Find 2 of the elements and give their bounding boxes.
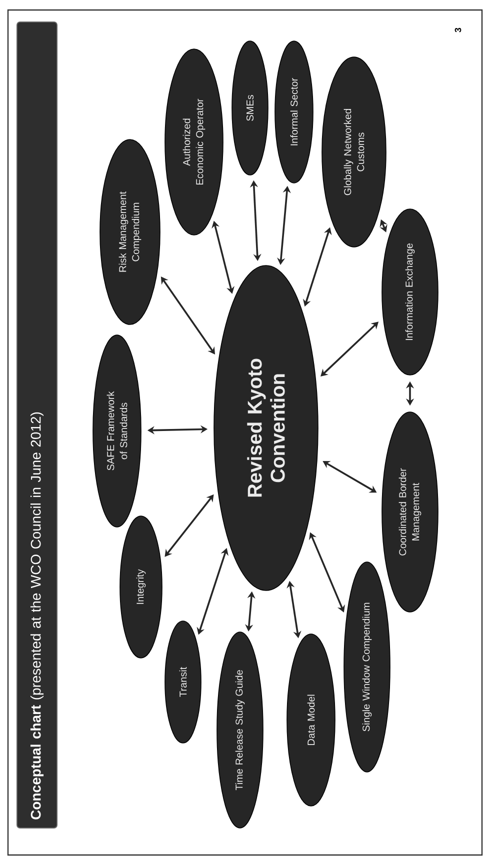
title-bar: Conceptual chart (presented at the WCO Council in June 2012) xyxy=(16,22,58,828)
page-number: 3 xyxy=(454,28,462,32)
